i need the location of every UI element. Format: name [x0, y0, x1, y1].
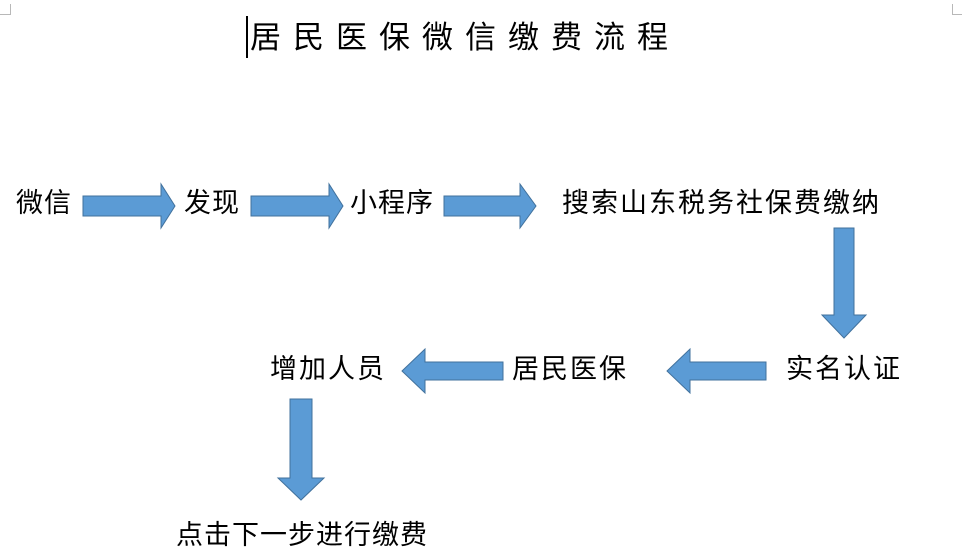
diagram-title: 居民医保微信缴费流程: [250, 20, 680, 56]
arrow-right-3: [443, 182, 537, 230]
arrow-down-1: [820, 227, 868, 339]
page-corner-mark-right: [952, 4, 962, 15]
arrow-down-2: [276, 398, 326, 501]
step-jumin-yibao: 居民医保: [512, 354, 628, 385]
step-next-pay: 点击下一步进行缴费: [176, 520, 428, 551]
step-weixin: 微信: [16, 188, 72, 219]
arrow-right-1: [82, 182, 176, 230]
arrow-left-1: [666, 347, 767, 395]
step-xiaochengxu: 小程序: [350, 188, 434, 219]
text-cursor: [246, 16, 248, 58]
step-faxian: 发现: [184, 188, 240, 219]
step-search: 搜索山东税务社保费缴纳: [562, 188, 881, 219]
arrow-left-2: [401, 347, 504, 395]
arrow-right-2: [250, 182, 344, 230]
page-corner-mark-left: [0, 4, 11, 15]
step-verify: 实名认证: [786, 354, 902, 385]
step-add-person: 增加人员: [270, 354, 386, 385]
